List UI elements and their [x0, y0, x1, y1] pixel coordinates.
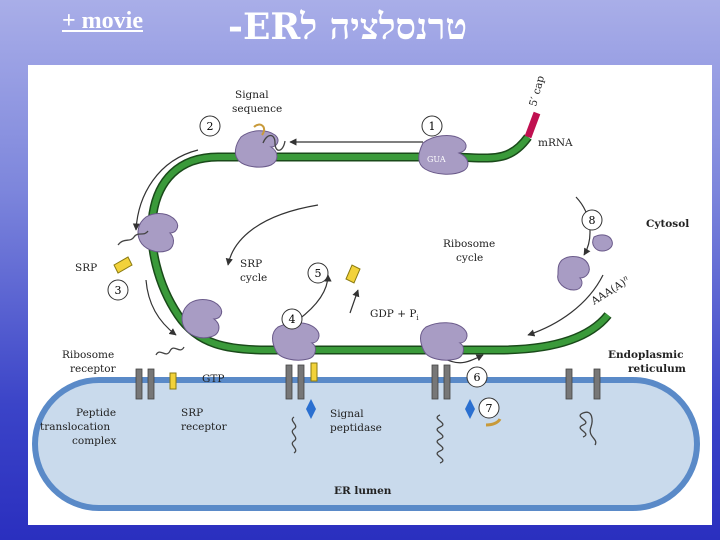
ribosome-step6 [420, 322, 468, 361]
signal-sequence [253, 123, 266, 136]
step-4-label: 4 [289, 313, 296, 326]
label-gtp: GTP [202, 373, 224, 385]
slide-title: -ERטרנסלציה ל [228, 6, 468, 48]
step-7-circle [478, 397, 500, 419]
polypeptide-folded [579, 411, 597, 446]
step-2-circle [199, 115, 221, 137]
er-lumen [38, 383, 694, 505]
label-ribosome-receptor-1: Ribosome [62, 349, 114, 361]
label-gua: GUA [427, 155, 446, 164]
label-5prime-cap: 5′ cap [527, 74, 547, 108]
label-er-1: Endoplasmic [608, 349, 684, 361]
polypeptide-step3 [117, 230, 149, 246]
polypeptide-step4 [291, 416, 297, 454]
step-1-circle [421, 115, 443, 137]
label-mrna: mRNA [538, 137, 573, 149]
arrow-step3-to-4 [145, 279, 177, 336]
srp-released [345, 264, 361, 284]
signal-peptidase-7 [465, 399, 475, 419]
polypeptide-step2 [262, 134, 286, 151]
movie-link[interactable]: + movie [62, 8, 143, 34]
arrow-srp-release [349, 289, 360, 314]
label-srp-cycle-1: SRP [240, 258, 262, 270]
arrow-step2-to-3 [132, 149, 199, 231]
step-1-label: 1 [429, 120, 436, 133]
ribosome-group [137, 130, 613, 361]
label-srp-receptor-1: SRP [181, 407, 203, 419]
step-8-label: 8 [589, 214, 596, 227]
label-ribosome-receptor-2: receptor [70, 363, 117, 375]
step-2-label: 2 [207, 120, 214, 133]
ribosome-large-subunit [557, 256, 590, 291]
step-5-label: 5 [315, 267, 322, 280]
label-srp: SRP [75, 262, 97, 274]
label-signal-sequence-2: sequence [232, 103, 282, 115]
cleaved-signal [485, 418, 502, 427]
polypeptide-group [117, 134, 597, 464]
ribosome-step3 [137, 213, 179, 253]
arrow-ribosome-to-mrna [527, 274, 604, 337]
polypeptide-srp-receptor [155, 346, 185, 356]
srp-step4 [310, 362, 318, 382]
mrna-5prime-cap [524, 111, 541, 139]
ribosome-srp-receptor [181, 299, 223, 339]
step-3-label: 3 [115, 284, 122, 297]
step-3-circle [107, 279, 129, 301]
polypeptide-step6 [436, 414, 444, 464]
translocon-group [135, 364, 601, 400]
label-srp-cycle-2: cycle [240, 272, 267, 284]
step-5-circle [307, 262, 329, 284]
srp-free [113, 256, 133, 274]
label-er-2: reticulum [628, 363, 686, 375]
label-peptide-trans-1: Peptide [76, 407, 116, 419]
slide-title-bar: + movie -ERטרנסלציה ל [0, 0, 720, 60]
ribosome-step2 [234, 130, 279, 168]
label-ribosome-cycle-2: cycle [456, 252, 483, 264]
step-6-label: 6 [474, 371, 481, 384]
srp-bound [169, 372, 177, 390]
arrow-srp-cycle-bottom [297, 274, 332, 321]
translocon-d [297, 364, 305, 400]
diagram-labels: Signal sequence 5′ cap mRNA GUA Cytosol … [40, 74, 689, 497]
step-markers: 1 2 3 4 5 6 7 8 [107, 115, 603, 419]
srp-group [113, 256, 361, 390]
translocon-f [443, 364, 451, 400]
step-6-circle [466, 366, 488, 388]
translocon-e [431, 364, 439, 400]
step-4-circle [281, 308, 303, 330]
translocon-a [135, 368, 143, 400]
translocon-b [147, 368, 155, 400]
label-signal-sequence-1: Signal [235, 89, 269, 101]
signal-peptidase-4 [306, 399, 316, 419]
label-peptide-trans-2: translocation [40, 421, 110, 433]
label-srp-receptor-2: receptor [181, 421, 228, 433]
ribosome-step1 [418, 135, 469, 175]
label-peptide-trans-3: complex [72, 435, 116, 447]
translocon-h [593, 368, 601, 400]
arrow-srp-cycle-top [225, 204, 319, 266]
label-cytosol: Cytosol [646, 218, 689, 230]
translocon-c [285, 364, 293, 400]
label-gdp-pi: GDP + Pi [370, 308, 419, 322]
diagram-svg: 1 2 3 4 5 6 7 8 Signal sequence 5′ cap m… [32, 74, 700, 511]
label-poly-a: AAA(A)n [588, 273, 633, 308]
label-signal-peptidase-2: peptidase [330, 422, 382, 434]
label-ribosome-cycle-1: Ribosome [443, 238, 495, 250]
ribosome-step4 [272, 322, 320, 361]
label-signal-peptidase-1: Signal [330, 408, 364, 420]
ribosome-small-subunit [592, 234, 613, 252]
translocon-g [565, 368, 573, 400]
step-8-circle [581, 209, 603, 231]
step-7-label: 7 [486, 402, 493, 415]
er-translation-diagram: 1 2 3 4 5 6 7 8 Signal sequence 5′ cap m… [28, 65, 712, 525]
label-er-lumen: ER lumen [334, 485, 392, 497]
